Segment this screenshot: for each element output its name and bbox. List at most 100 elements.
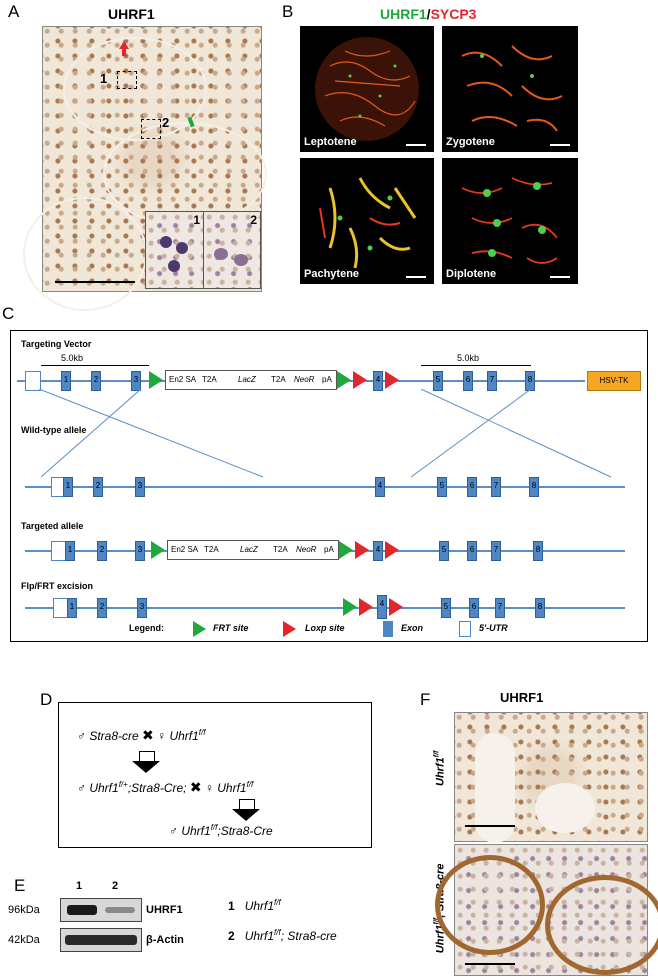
- legend-title: Legend:: [129, 623, 164, 633]
- lane-1: 1: [76, 880, 83, 892]
- exon-8: 8: [529, 477, 539, 497]
- exon-2: 2: [91, 371, 101, 391]
- blot-actin: [60, 928, 142, 952]
- span-arrow-left: [41, 365, 149, 366]
- mw-96: 96kDa: [8, 904, 40, 916]
- cassette: En2 SA T2A LacZ T2A NeoR pA: [167, 540, 339, 560]
- panel-d-breeding-box: ♂ Stra8-cre ✖ ♀ Uhrf1f/f ♂ Uhrf1f/+;Stra…: [58, 702, 372, 848]
- exon-6: 6: [469, 598, 479, 618]
- frt-site-icon: [149, 371, 163, 389]
- exon-1: 1: [65, 541, 75, 561]
- cross-line-3: ♂ Uhrf1f/f;Stra8-Cre: [169, 823, 273, 838]
- blot-uhrf1: [60, 898, 142, 922]
- mw-42: 42kDa: [8, 934, 40, 946]
- cell-nucleus: [234, 254, 248, 266]
- loxp-site-icon: [355, 541, 369, 559]
- panel-a-title: UHRF1: [108, 6, 155, 22]
- red-arrow-icon: [119, 41, 129, 49]
- down-arrow-head: [132, 761, 160, 773]
- inset-2: 2: [203, 211, 261, 289]
- loxp-legend-icon: [283, 621, 296, 637]
- exon-1: 1: [63, 477, 73, 497]
- zygotene-chromosomes: [461, 45, 563, 132]
- frt-site-icon: [339, 541, 353, 559]
- tubule-lumen: [535, 783, 595, 833]
- cassette: En2 SA T2A LacZ T2A NeoR pA: [165, 370, 337, 390]
- exon-4: 4: [375, 477, 385, 497]
- exon-7: 7: [487, 371, 497, 391]
- stage-label: Pachytene: [304, 268, 360, 280]
- scale-bar: [465, 963, 515, 965]
- title-sycp3: SYCP3: [430, 6, 477, 22]
- exon-4: 4: [373, 371, 383, 391]
- exon-8: 8: [533, 541, 543, 561]
- utr-box: [25, 371, 41, 391]
- panel-f-title: UHRF1: [500, 690, 544, 705]
- size-right: 5.0kb: [457, 353, 480, 363]
- stage-label: Diplotene: [446, 268, 497, 280]
- frt-legend-icon: [193, 621, 206, 637]
- exon-2: 2: [97, 541, 107, 561]
- exon-2: 2: [97, 598, 107, 618]
- exon-7: 7: [491, 541, 501, 561]
- legend-loxp: Loxp site: [305, 623, 345, 633]
- title-uhrf1: UHRF1: [380, 6, 427, 22]
- exon-5: 5: [441, 598, 451, 618]
- box-label-2: 2: [162, 115, 170, 130]
- loxp-site-icon: [385, 371, 399, 389]
- loxp-site-icon: [389, 598, 403, 616]
- cell-nucleus: [176, 242, 188, 254]
- band: [67, 905, 97, 915]
- label-top-wrapper: Uhrf1f/f: [430, 712, 450, 830]
- panel-a-histology-image: 1 2 1 2: [23, 26, 267, 311]
- histology-uhrf1-ff-stra8: [435, 844, 658, 976]
- wt-line: [25, 486, 625, 488]
- panel-label-e: E: [14, 876, 26, 895]
- loxp-site-icon: [385, 541, 399, 559]
- genotype-1: 1 Uhrf1f/f: [228, 898, 281, 913]
- size-left: 5.0kb: [61, 353, 84, 363]
- diplotene-chromosomes: [461, 177, 558, 264]
- cell-nucleus: [214, 248, 228, 260]
- genotype-2: 2 Uhrf1f/f; Stra8-cre: [228, 928, 337, 943]
- legend-frt: FRT site: [213, 623, 249, 633]
- leptotene-chromosomes: [315, 37, 419, 141]
- inset-1: 1: [145, 211, 204, 289]
- if-image-leptotene: Leptotene: [300, 26, 434, 152]
- utr-legend-icon: [459, 621, 471, 637]
- if-image-diplotene: Diplotene: [442, 158, 578, 284]
- scale-bar: [465, 825, 515, 827]
- pachytene-chromosomes: [319, 177, 417, 269]
- label-targeted: Targeted allele: [21, 521, 84, 531]
- exon-1: 1: [61, 371, 71, 391]
- if-image-zygotene: Zygotene: [442, 26, 578, 152]
- exon-7: 7: [491, 477, 501, 497]
- down-arrow-head: [232, 809, 260, 821]
- stage-label: Zygotene: [446, 136, 495, 148]
- label-flp-excision: Flp/FRT excision: [21, 581, 94, 591]
- exon-legend-icon: [383, 621, 393, 637]
- frt-site-icon: [343, 598, 357, 616]
- exon-6: 6: [467, 541, 477, 561]
- lane-2: 2: [112, 880, 119, 892]
- exon-2: 2: [93, 477, 103, 497]
- red-arrow-shaft: [122, 48, 126, 56]
- scale-bar: [550, 144, 570, 146]
- down-arrow-icon: [139, 751, 155, 762]
- exon-5: 5: [437, 477, 447, 497]
- cell-nucleus: [168, 260, 180, 272]
- down-arrow-icon: [239, 799, 255, 810]
- exon-8: 8: [535, 598, 545, 618]
- tubule-lumen: [475, 733, 515, 843]
- exon-1: 1: [67, 598, 77, 618]
- inset-label-2: 2: [250, 213, 257, 227]
- cross-line-1: ♂ Stra8-cre ✖ ♀ Uhrf1f/f: [77, 727, 206, 743]
- panel-b-title: UHRF1/SYCP3: [380, 6, 476, 22]
- homology-crossover-lines: [38, 389, 612, 478]
- legend-exon: Exon: [401, 623, 424, 633]
- exon-5: 5: [439, 541, 449, 561]
- panel-c-diagram-frame: Targeting Vector 5.0kb 5.0kb 1 2 3 En2 S…: [10, 330, 648, 642]
- scale-bar: [550, 276, 570, 278]
- title-slash: /: [426, 6, 431, 22]
- label-targeting-vector: Targeting Vector: [21, 339, 92, 349]
